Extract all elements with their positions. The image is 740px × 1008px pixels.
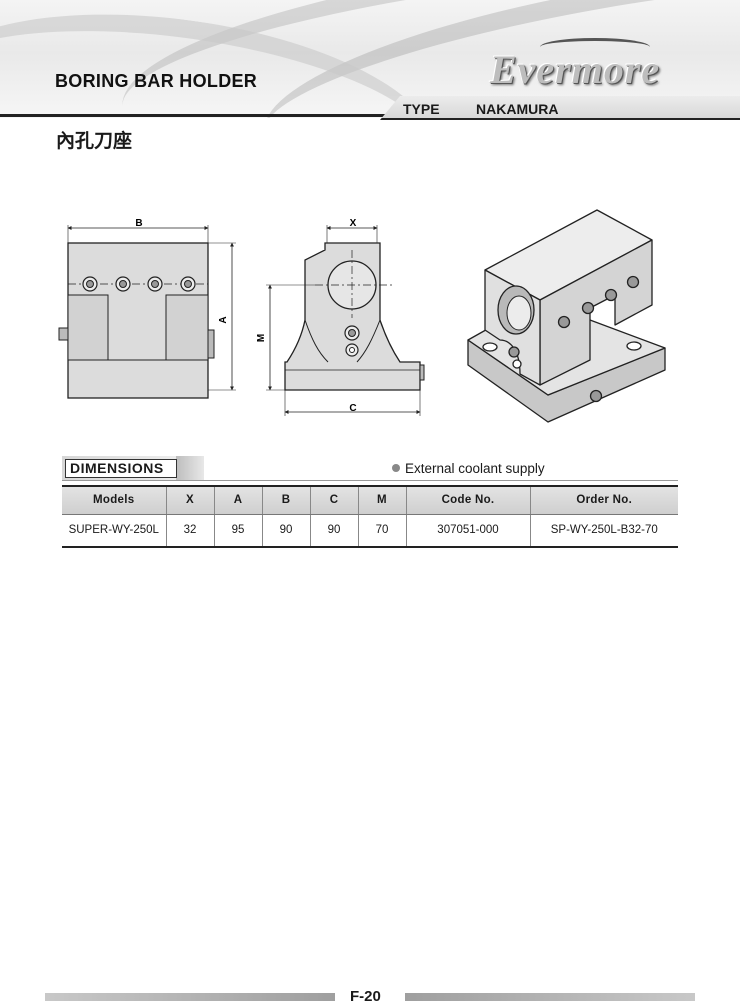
col-header-models: Models xyxy=(62,485,166,515)
logo-swoosh xyxy=(540,38,650,56)
cell-model: SUPER-WY-250L xyxy=(62,514,166,548)
brand-logo: Evermore xyxy=(490,47,661,92)
type-label: TYPE xyxy=(403,101,440,117)
cell-m: 70 xyxy=(357,514,406,548)
cell-b: 90 xyxy=(261,514,310,548)
dimensions-tab-shade xyxy=(176,456,204,480)
side-view-drawing xyxy=(266,225,425,416)
dim-label-b: B xyxy=(135,218,142,229)
bullet-icon xyxy=(392,464,400,472)
col-header-b: B xyxy=(261,485,310,515)
dimensions-table: Models X A B C M Code No. Order No. SUPE… xyxy=(62,485,678,548)
title-underline xyxy=(0,114,400,117)
cell-c: 90 xyxy=(309,514,358,548)
dimensions-heading: DIMENSIONS xyxy=(70,460,164,476)
dimensions-rule xyxy=(62,480,678,481)
col-header-order-no: Order No. xyxy=(529,485,678,515)
dim-label-x: X xyxy=(350,218,357,229)
page-title: BORING BAR HOLDER xyxy=(55,71,258,91)
dim-label-a: A xyxy=(218,316,229,323)
col-header-code-no: Code No. xyxy=(405,485,530,515)
table-header-row: Models X A B C M Code No. Order No. xyxy=(62,485,678,515)
coolant-note-text: External coolant supply xyxy=(405,461,545,476)
technical-drawings: B A X M C xyxy=(58,209,666,423)
type-value: NAKAMURA xyxy=(476,101,559,117)
table-row: SUPER-WY-250L 32 95 90 90 70 307051-000 … xyxy=(62,514,678,548)
col-header-c: C xyxy=(309,485,358,515)
cell-code-no: 307051-000 xyxy=(405,514,530,548)
isometric-view-drawing xyxy=(467,209,666,423)
chinese-subtitle: 內孔刀座 xyxy=(56,131,133,152)
type-tab xyxy=(380,96,740,120)
col-header-m: M xyxy=(357,485,406,515)
dim-label-m: M xyxy=(256,334,267,342)
col-header-a: A xyxy=(213,485,262,515)
dim-label-c: C xyxy=(349,403,356,414)
cell-order-no: SP-WY-250L-B32-70 xyxy=(529,514,678,548)
cell-a: 95 xyxy=(213,514,262,548)
front-view-drawing xyxy=(58,225,236,399)
col-header-x: X xyxy=(165,485,214,515)
dimensions-tab-box xyxy=(65,459,177,478)
coolant-note: External coolant supply xyxy=(392,461,545,476)
cell-x: 32 xyxy=(165,514,214,548)
footer-tab xyxy=(335,988,405,1008)
page-number: F-20 xyxy=(350,988,381,1005)
